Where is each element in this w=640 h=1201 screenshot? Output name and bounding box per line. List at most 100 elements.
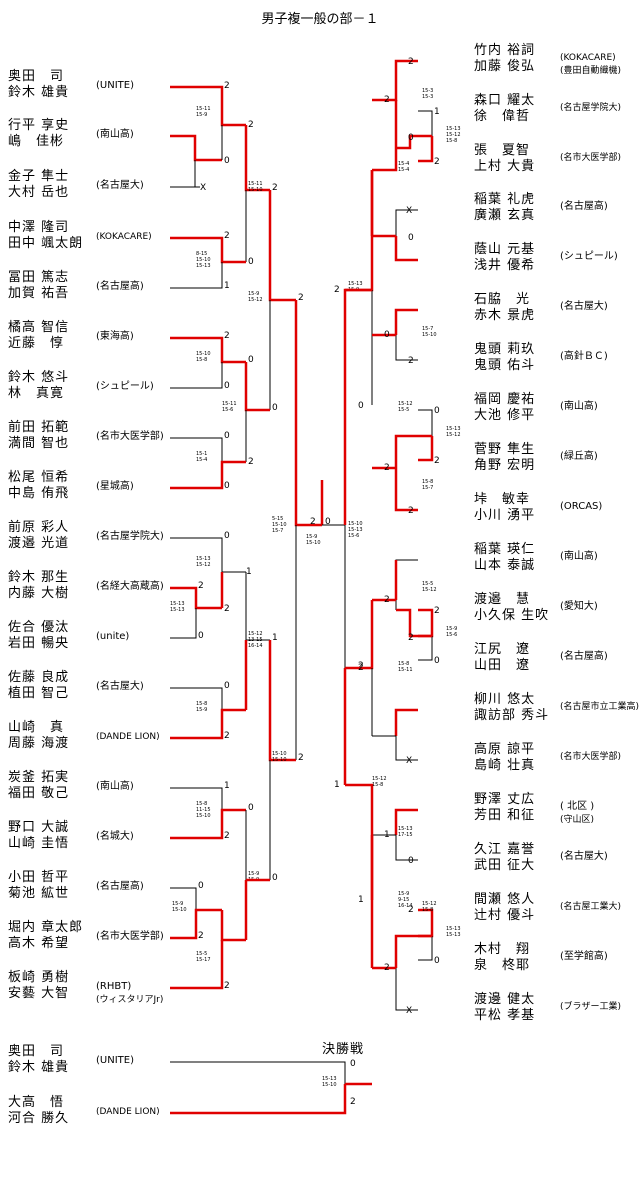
player-name: 山本 泰誠 <box>474 558 536 573</box>
match-result: 0 <box>434 406 440 416</box>
player-name: 行平 享史 <box>8 118 70 133</box>
bracket-line <box>418 936 433 961</box>
team-name: (南山高) <box>96 129 134 140</box>
team-name: (シュピール) <box>560 251 618 262</box>
bracket-line <box>395 559 418 610</box>
bracket-line <box>395 209 418 236</box>
match-result: 0 <box>434 656 440 666</box>
player-name: 大高 悟 <box>8 1095 65 1110</box>
bracket-line <box>170 687 246 711</box>
match-result: 1 <box>434 107 440 117</box>
match-result: 2 <box>224 731 230 741</box>
player-name: 小久保 生吹 <box>474 608 550 623</box>
team-name: (名古屋学院大) <box>96 531 164 542</box>
match-result: 2 <box>408 506 414 516</box>
player-name: 前田 拓範 <box>8 420 70 435</box>
player-name: 武田 征大 <box>474 858 536 873</box>
match-result: 0 <box>325 517 331 527</box>
match-result: X <box>200 183 206 193</box>
player-name: 徐 偉哲 <box>474 109 531 124</box>
bracket-line <box>418 636 433 661</box>
player-name: 渡邊 健太 <box>474 992 536 1007</box>
winner-path <box>268 190 296 302</box>
winner-path <box>294 300 322 527</box>
bracket-line <box>170 608 197 639</box>
winner-path <box>268 640 296 762</box>
player-name: 竹内 裕詞 <box>474 43 536 58</box>
player-name: 福岡 慶祐 <box>474 392 536 407</box>
player-name: 満間 智也 <box>8 436 70 451</box>
team-name: (南山高) <box>560 401 598 412</box>
team-name: ( 北区 ) <box>560 801 595 812</box>
match-result: 2 <box>248 457 254 467</box>
match-result: 1 <box>384 830 390 840</box>
team-name: (UNITE) <box>96 1055 134 1066</box>
team-name: (名古屋工業大) <box>560 902 622 912</box>
player-name: 諏訪部 秀斗 <box>474 708 550 723</box>
player-name: 鈴木 那生 <box>8 570 70 585</box>
winner-path <box>418 908 434 938</box>
winner-path <box>343 288 372 525</box>
player-name: 福田 敬己 <box>8 786 70 801</box>
player-name: 内藤 大樹 <box>8 586 70 601</box>
player-name: 間瀬 悠人 <box>474 892 536 907</box>
player-name: 小田 哲平 <box>8 870 70 885</box>
player-name: 辻村 優斗 <box>474 908 536 923</box>
match-result: 2 <box>198 931 204 941</box>
winner-path <box>418 436 434 462</box>
match-result: 0 <box>198 881 204 891</box>
player-name: 垰 敏幸 <box>474 492 531 507</box>
player-name: 鈴木 悠斗 <box>8 370 70 385</box>
bracket-line <box>170 362 223 389</box>
bracket-line <box>245 810 270 881</box>
match-result: 0 <box>408 133 414 143</box>
match-result: 2 <box>334 285 340 295</box>
winner-path <box>394 434 432 468</box>
player-name: 菅野 隼生 <box>474 442 536 457</box>
match-result: 0 <box>248 257 254 267</box>
match-result: 0 <box>224 156 230 166</box>
match-result: 0 <box>224 431 230 441</box>
match-result: 2 <box>198 581 204 591</box>
player-name: 江尻 遼 <box>474 642 531 657</box>
match-result: 0 <box>272 873 278 883</box>
team-name: (愛知大) <box>560 601 598 612</box>
winner-path <box>170 1084 347 1115</box>
match-result: 0 <box>434 956 440 966</box>
match-result: 0 <box>384 330 390 340</box>
player-name: 冨田 篤志 <box>8 270 70 285</box>
player-name: 鬼頭 莉玖 <box>474 342 536 357</box>
winner-path <box>170 708 246 740</box>
bracket-line <box>170 1061 372 1085</box>
team-name: (名古屋高) <box>96 281 144 292</box>
player-name: 木村 翔 <box>474 942 531 957</box>
match-result: 2 <box>358 661 364 671</box>
match-result: X <box>406 206 412 216</box>
player-name: 山崎 真 <box>8 720 65 735</box>
player-name: 鬼頭 佑斗 <box>474 358 536 373</box>
team-name: (緑丘高) <box>560 451 598 462</box>
team-name: (DANDE LION) <box>96 732 160 742</box>
team-name: (名古屋学院大) <box>560 103 622 113</box>
match-result: 2 <box>298 293 304 303</box>
bracket-line <box>170 437 246 463</box>
winner-path <box>345 170 374 292</box>
winner-path <box>244 362 270 412</box>
match-result: 1 <box>224 781 230 791</box>
winner-path <box>418 608 434 638</box>
player-name: 山田 遼 <box>474 658 531 673</box>
player-name: 森口 耀太 <box>474 93 536 108</box>
team-name: (東海高) <box>96 331 134 342</box>
match-result: 2 <box>224 831 230 841</box>
winner-path <box>345 600 374 670</box>
